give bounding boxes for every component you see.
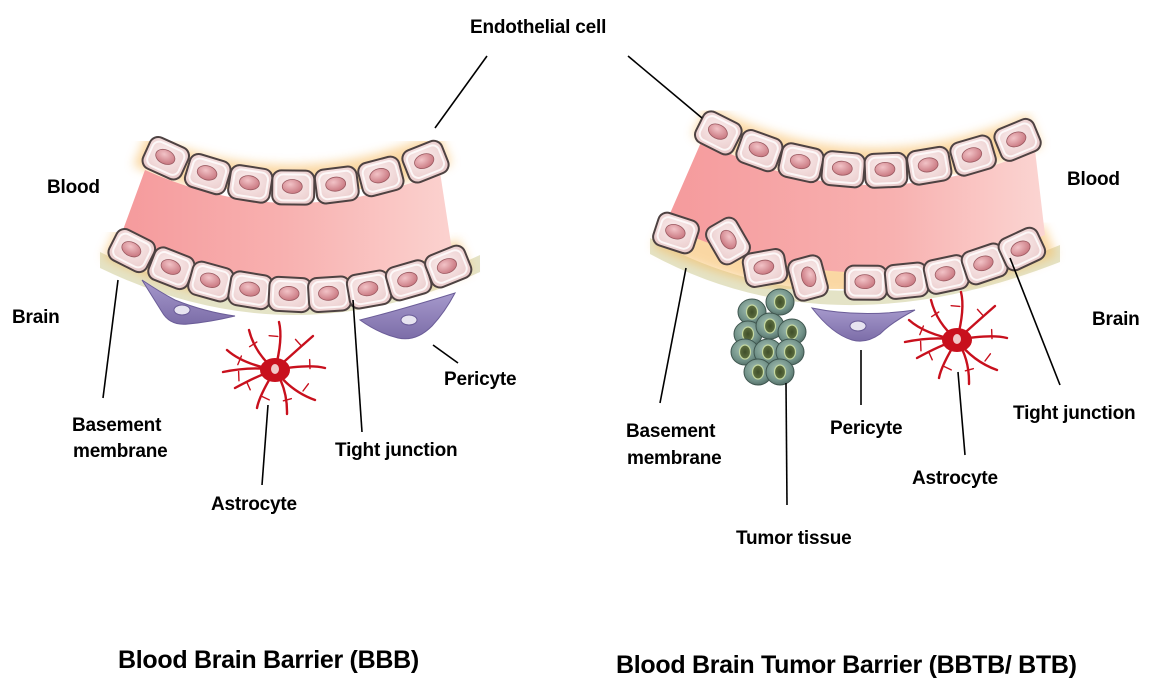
leader-bbtb-astrocyte	[958, 372, 965, 455]
astrocyte-branch	[977, 309, 983, 316]
endothelial-cell	[884, 262, 929, 300]
leader-endothelial-right	[628, 56, 702, 118]
endothelial-cell	[308, 276, 352, 313]
label-bbtb-basement-2: membrane	[627, 447, 722, 471]
leader-bbtb-tumor	[786, 383, 787, 505]
label-bbb-brain: Brain	[12, 306, 60, 330]
endothelial-cell	[227, 270, 274, 310]
endothelial-cell	[227, 164, 274, 204]
endothelial-cell	[741, 248, 788, 289]
leader-endothelial-left	[435, 56, 487, 128]
label-bbb-tight-junction: Tight junction	[335, 439, 457, 463]
bbtb-astrocyte	[905, 292, 1007, 384]
endothelial-cell	[845, 266, 887, 300]
label-bbb-astrocyte: Astrocyte	[211, 493, 297, 517]
astrocyte-nucleus	[953, 334, 961, 344]
leader-bbtb-basement	[660, 268, 686, 403]
label-bbtb-pericyte: Pericyte	[830, 417, 902, 441]
label-bbtb-astrocyte: Astrocyte	[912, 467, 998, 491]
tumor-cell	[766, 289, 794, 315]
endothelial-cell	[906, 145, 953, 186]
label-bbtb-tumor-tissue: Tumor tissue	[736, 527, 852, 551]
astrocyte-branch	[269, 336, 278, 337]
leader-bbb-basement	[103, 280, 118, 398]
astrocyte-branch	[247, 383, 250, 390]
endothelial-cell	[268, 276, 312, 312]
label-bbtb-basement-1: Basement	[626, 420, 715, 444]
bbtb-pericyte-nucleus	[850, 321, 866, 331]
label-bbb-pericyte: Pericyte	[444, 368, 516, 392]
title-bbb: Blood Brain Barrier (BBB)	[118, 646, 419, 675]
label-bbtb-tight-junction: Tight junction	[1013, 402, 1135, 426]
bbb-pericyte-right-nucleus	[401, 315, 417, 325]
title-bbtb: Blood Brain Tumor Barrier (BBTB/ BTB)	[616, 651, 1077, 680]
label-bbtb-blood: Blood	[1067, 168, 1120, 192]
label-endothelial-cell: Endothelial cell	[470, 16, 606, 40]
astrocyte-branch	[303, 384, 308, 391]
label-bbb-basement-2: membrane	[73, 440, 168, 464]
endothelial-cell	[272, 170, 314, 205]
leader-bbtb-tight-junction	[1010, 258, 1060, 385]
bbb-astrocyte	[223, 322, 325, 414]
astrocyte-nucleus	[271, 364, 279, 374]
endothelial-cell	[821, 151, 866, 189]
label-bbb-basement-1: Basement	[72, 414, 161, 438]
astrocyte-branch	[929, 353, 932, 360]
bbtb-tumor-tissue	[731, 289, 806, 385]
endothelial-cell	[864, 152, 907, 188]
astrocyte-branch	[262, 397, 269, 400]
leader-bbb-pericyte	[433, 345, 458, 363]
bbb-pericyte-left-nucleus	[174, 305, 190, 315]
astrocyte-branch	[944, 367, 951, 370]
label-bbb-blood: Blood	[47, 176, 100, 200]
endothelial-cell	[314, 166, 360, 205]
astrocyte-branch	[951, 306, 960, 307]
astrocyte-branch	[985, 354, 990, 361]
leader-bbb-astrocyte	[262, 405, 268, 485]
tumor-cell	[766, 359, 794, 385]
astrocyte-branch	[295, 339, 301, 346]
label-bbtb-brain: Brain	[1092, 308, 1140, 332]
